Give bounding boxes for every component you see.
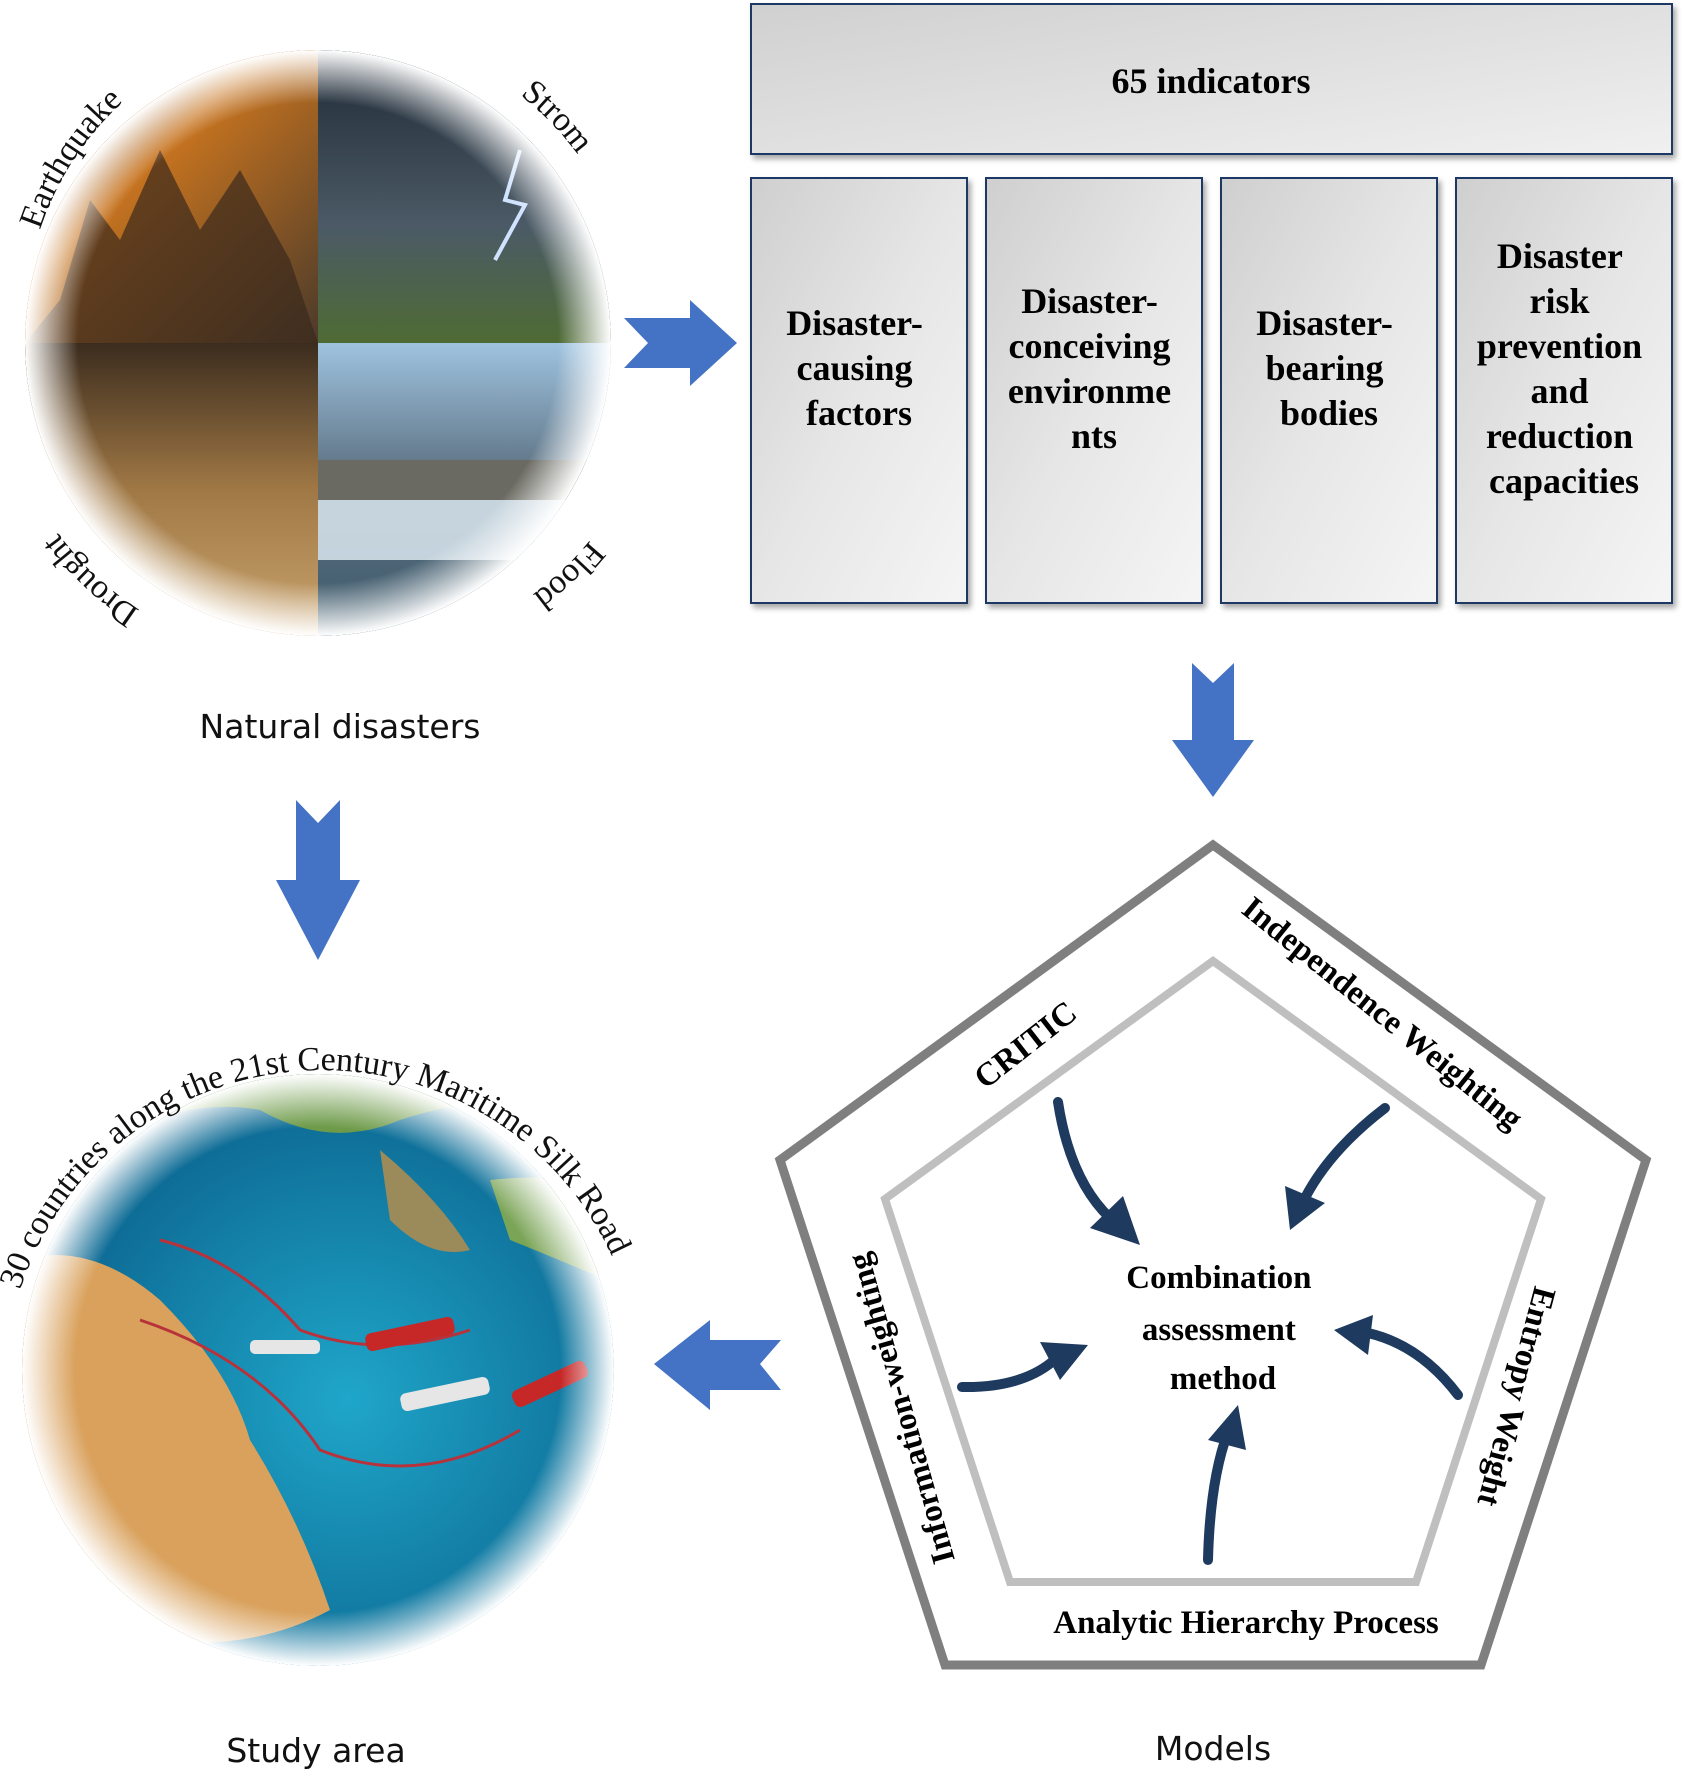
entropy-weight-label: Entropy Weight bbox=[1469, 1283, 1562, 1510]
curved-arrow-icon-entropy bbox=[1334, 1315, 1463, 1400]
category-box-4 bbox=[1455, 177, 1673, 604]
category-box-3 bbox=[1220, 177, 1438, 604]
curved-arrow-icon-information bbox=[957, 1342, 1088, 1393]
arrow-right-icon bbox=[624, 300, 737, 386]
indicators-header-label: 65 indicators bbox=[1111, 61, 1310, 101]
study-area-map bbox=[22, 1074, 614, 1666]
models-inner-pentagon bbox=[880, 956, 1546, 1586]
category-label-2: Disaster- conceiving environme nts bbox=[1008, 281, 1180, 456]
category-box-2 bbox=[985, 177, 1203, 604]
natural-disasters-disc bbox=[25, 50, 611, 636]
models-caption: Models bbox=[1155, 1729, 1271, 1768]
arrow-left-icon bbox=[654, 1320, 781, 1410]
indicators-header bbox=[750, 3, 1673, 155]
curved-arrow-icon-ahp bbox=[1203, 1405, 1246, 1565]
flood-label: Flood bbox=[528, 535, 612, 618]
arrow-down-to-models-icon bbox=[1172, 663, 1254, 797]
arrow-down-to-study-area-icon bbox=[276, 800, 360, 960]
category-label-3: Disaster- bearing bodies bbox=[1256, 303, 1402, 433]
category-box-1 bbox=[750, 177, 968, 604]
natural-disasters-caption: Natural disasters bbox=[200, 707, 481, 746]
combination-method-label: Combination assessment method bbox=[1126, 1260, 1319, 1397]
category-label-4: Disaster risk prevention and reduction c… bbox=[1477, 236, 1651, 501]
curved-arrow-icon-critic bbox=[1053, 1097, 1140, 1245]
category-label-1: Disaster- causing factors bbox=[786, 303, 932, 433]
models-outer-pentagon bbox=[774, 839, 1652, 1670]
ahp-label: Analytic Hierarchy Process bbox=[1053, 1605, 1439, 1641]
study-area-caption: Study area bbox=[226, 1731, 405, 1770]
curved-arrow-icon-independence bbox=[1285, 1103, 1390, 1230]
